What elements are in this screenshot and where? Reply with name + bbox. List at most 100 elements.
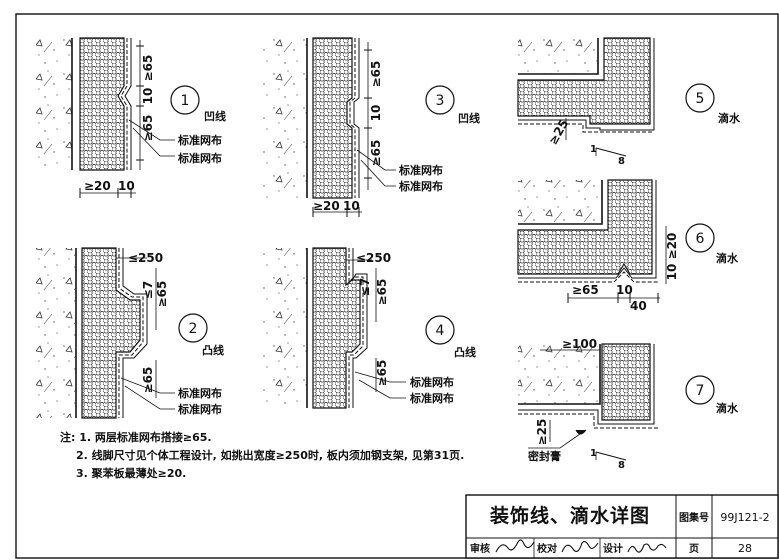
eps-board (312, 37, 353, 199)
check-signature (561, 541, 599, 553)
dim-10: 10 (369, 105, 383, 122)
dim-ge65: ≥65 (375, 360, 389, 387)
detail-number: 5 (696, 91, 705, 107)
finish-line (352, 248, 368, 408)
slope-run: 8 (618, 460, 625, 471)
dim-ge25: ≥25 (546, 117, 572, 147)
detail-type-label: 凸线 (202, 343, 224, 357)
detail-4: ≤250 ≤7 ≥65 ≥65 4 凸线 标准网布 标准网布 (262, 247, 476, 409)
dim-le7: ≤7 (358, 278, 372, 296)
design-label: 设计 (603, 542, 623, 555)
detail-type-label: 滴水 (716, 251, 739, 265)
detail-7: ≥100 ≥25 密封膏 1 8 7 滴水 (518, 337, 739, 471)
mesh-label: 标准网布 (177, 386, 222, 400)
eps-board (517, 179, 653, 275)
detail-6: ≥20 10 ≥65 10 40 6 滴水 (517, 179, 739, 313)
dim-10: 10 (118, 179, 135, 193)
detail-number-circle (685, 375, 715, 405)
slope-rise: 1 (590, 448, 597, 459)
sealant-bead (575, 429, 587, 435)
detail-number: 3 (436, 93, 445, 109)
mesh-label: 标准网布 (398, 163, 443, 177)
dim-le250: ≤250 (128, 251, 163, 265)
dim-ge65: ≥65 (572, 283, 599, 297)
dim-ge20: ≥20 (84, 179, 111, 193)
detail-2: ≤250 ≤7 ≥65 ≥65 2 凸线 标准网布 标准网布 (36, 247, 224, 419)
dim-10: 10 (616, 283, 633, 297)
review-signature (495, 539, 535, 553)
dim-ge65: ≥65 (155, 281, 169, 308)
mesh-label: 标准网布 (177, 151, 222, 165)
finish-line (518, 38, 655, 131)
mesh-label: 标准网布 (177, 402, 222, 416)
detail-number-circle (685, 223, 715, 253)
mesh-label: 标准网布 (177, 133, 222, 147)
slope-line (595, 451, 627, 461)
detail-type-label: 凸线 (454, 345, 476, 359)
slope-line (595, 147, 627, 157)
note-1: 注: 1. 两层标准网布搭接≥65. (60, 430, 212, 444)
dim-ge65: ≥65 (375, 279, 389, 306)
sealant-label: 密封膏 (528, 449, 561, 463)
detail-number: 4 (436, 323, 445, 339)
detail-number-circle (170, 85, 200, 115)
dim-ge20: ≥20 (665, 233, 679, 260)
mesh-line (120, 38, 128, 170)
wall-concrete (262, 248, 307, 408)
dim-ge65: ≥65 (141, 367, 155, 394)
design-signature (627, 543, 667, 553)
detail-number-circle (425, 85, 455, 115)
detail-3: ≥65 10 ≥65 3 凹线 标准网布 标准网布 ≥20 10 (262, 37, 480, 217)
dim-ge65: ≥65 (141, 115, 155, 142)
detail-type-label: 凹线 (204, 109, 226, 123)
title-block: 装饰线、滴水详图 图集号 99J121-2 页 28 审核 校对 设计 (465, 494, 779, 559)
atlas-number: 99J121-2 (720, 511, 769, 524)
dim-10: 10 (141, 88, 155, 105)
detail-number: 7 (696, 383, 705, 399)
finish-line (518, 344, 655, 425)
mesh-line (348, 248, 364, 408)
detail-type-label: 凹线 (458, 111, 480, 125)
sheet-border (15, 13, 779, 559)
note-3: 3. 聚苯板最薄处≥20. (76, 466, 186, 480)
slab-edge (518, 344, 601, 405)
detail-type-label: 滴水 (718, 111, 741, 125)
mesh-label: 标准网布 (409, 391, 454, 405)
wall-concrete (518, 344, 600, 404)
mesh-label: 标准网布 (409, 375, 454, 389)
wall-concrete (518, 38, 598, 74)
page-number: 28 (738, 542, 752, 555)
detail-1: ≥65 10 ≥65 1 凹线 标准网布 标准网布 ≥20 10 (36, 37, 226, 198)
slope-run: 8 (618, 156, 625, 167)
detail-number-circle (425, 315, 455, 345)
eps-board (517, 37, 651, 125)
dim-ge65: ≥65 (141, 55, 155, 82)
dim-ge25: ≥25 (535, 419, 549, 446)
page-label: 页 (689, 543, 699, 555)
detail-number-circle (685, 83, 715, 113)
dim-le7: ≤7 (141, 281, 155, 299)
detail-5: ≥25 1 8 5 滴水 (517, 37, 741, 167)
detail-number: 6 (696, 231, 705, 247)
dim-ge65: ≥65 (369, 140, 383, 167)
eps-board (312, 247, 361, 409)
review-label: 审核 (470, 542, 490, 555)
detail-number: 1 (181, 93, 190, 109)
wall-concrete (36, 248, 76, 418)
notes: 注: 1. 两层标准网布搭接≥65. 2. 线脚尺寸见个体工程设计, 如挑出宽度… (60, 430, 464, 480)
atlas-label: 图集号 (679, 511, 709, 524)
detail-type-label: 滴水 (716, 401, 739, 415)
wall-concrete (518, 180, 602, 224)
mesh-line (349, 38, 356, 198)
finish-line (518, 180, 657, 279)
slab-edge (518, 38, 599, 75)
wall-concrete (36, 38, 72, 170)
mesh-label: 标准网布 (398, 179, 443, 193)
finish-line (353, 38, 360, 198)
dim-ge65: ≥65 (369, 61, 383, 88)
dim-ge20: ≥20 (313, 199, 340, 213)
note-2: 2. 线脚尺寸见个体工程设计, 如挑出宽度≥250时, 板内须加钢支架, 见第3… (76, 448, 464, 462)
mesh-line (118, 248, 144, 418)
eps-board (79, 37, 125, 171)
